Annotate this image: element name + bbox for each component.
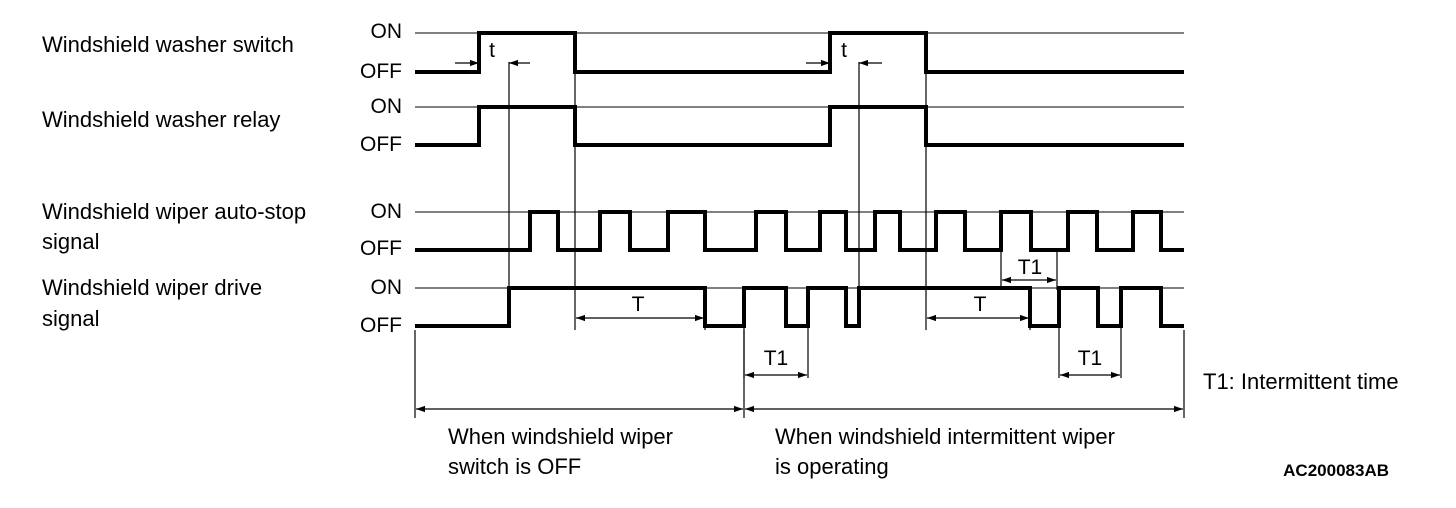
region-intermittent-line1: When windshield intermittent wiper <box>775 424 1115 449</box>
t1-legend-note: T1: Intermittent time <box>1203 369 1399 394</box>
washer-switch-on-label: ON <box>371 20 403 43</box>
t-dimension-label-1: t <box>489 39 495 62</box>
auto-stop-on-label: ON <box>371 200 403 223</box>
drive-on-label: ON <box>371 276 403 299</box>
washer-switch-off-label: OFF <box>360 60 402 83</box>
auto-stop-off-label: OFF <box>360 237 402 260</box>
T-dimension-label-1: T <box>632 293 645 316</box>
T1-dimension-label-drive-2: T1 <box>1078 347 1103 370</box>
washer-relay-off-label: OFF <box>360 133 402 156</box>
T1-dimension-label-drive-1: T1 <box>764 347 789 370</box>
t-dimension-label-2: t <box>841 39 847 62</box>
region-switch-off-line2: switch is OFF <box>448 454 581 479</box>
region-switch-off-line1: When windshield wiper <box>448 424 673 449</box>
auto-stop-label-line1: Windshield wiper auto-stop <box>42 199 306 224</box>
washer-relay-waveform <box>415 105 1184 147</box>
washer-relay-on-label: ON <box>371 95 403 118</box>
washer-switch-waveform <box>415 31 1184 74</box>
figure-code: AC200083AB <box>1283 461 1389 480</box>
washer-switch-label: Windshield washer switch <box>42 32 294 57</box>
washer-relay-label: Windshield washer relay <box>42 107 280 132</box>
drive-signal-label-line1: Windshield wiper drive <box>42 275 262 300</box>
auto-stop-label-line2: signal <box>42 229 99 254</box>
T-dimension-label-2: T <box>974 293 987 316</box>
region-intermittent-line2: is operating <box>775 454 889 479</box>
drive-off-label: OFF <box>360 314 402 337</box>
auto-stop-waveform <box>415 210 1184 252</box>
drive-signal-label-line2: signal <box>42 306 99 331</box>
drive-waveform <box>415 286 1184 328</box>
T1-dimension-label-autostop: T1 <box>1018 256 1043 279</box>
